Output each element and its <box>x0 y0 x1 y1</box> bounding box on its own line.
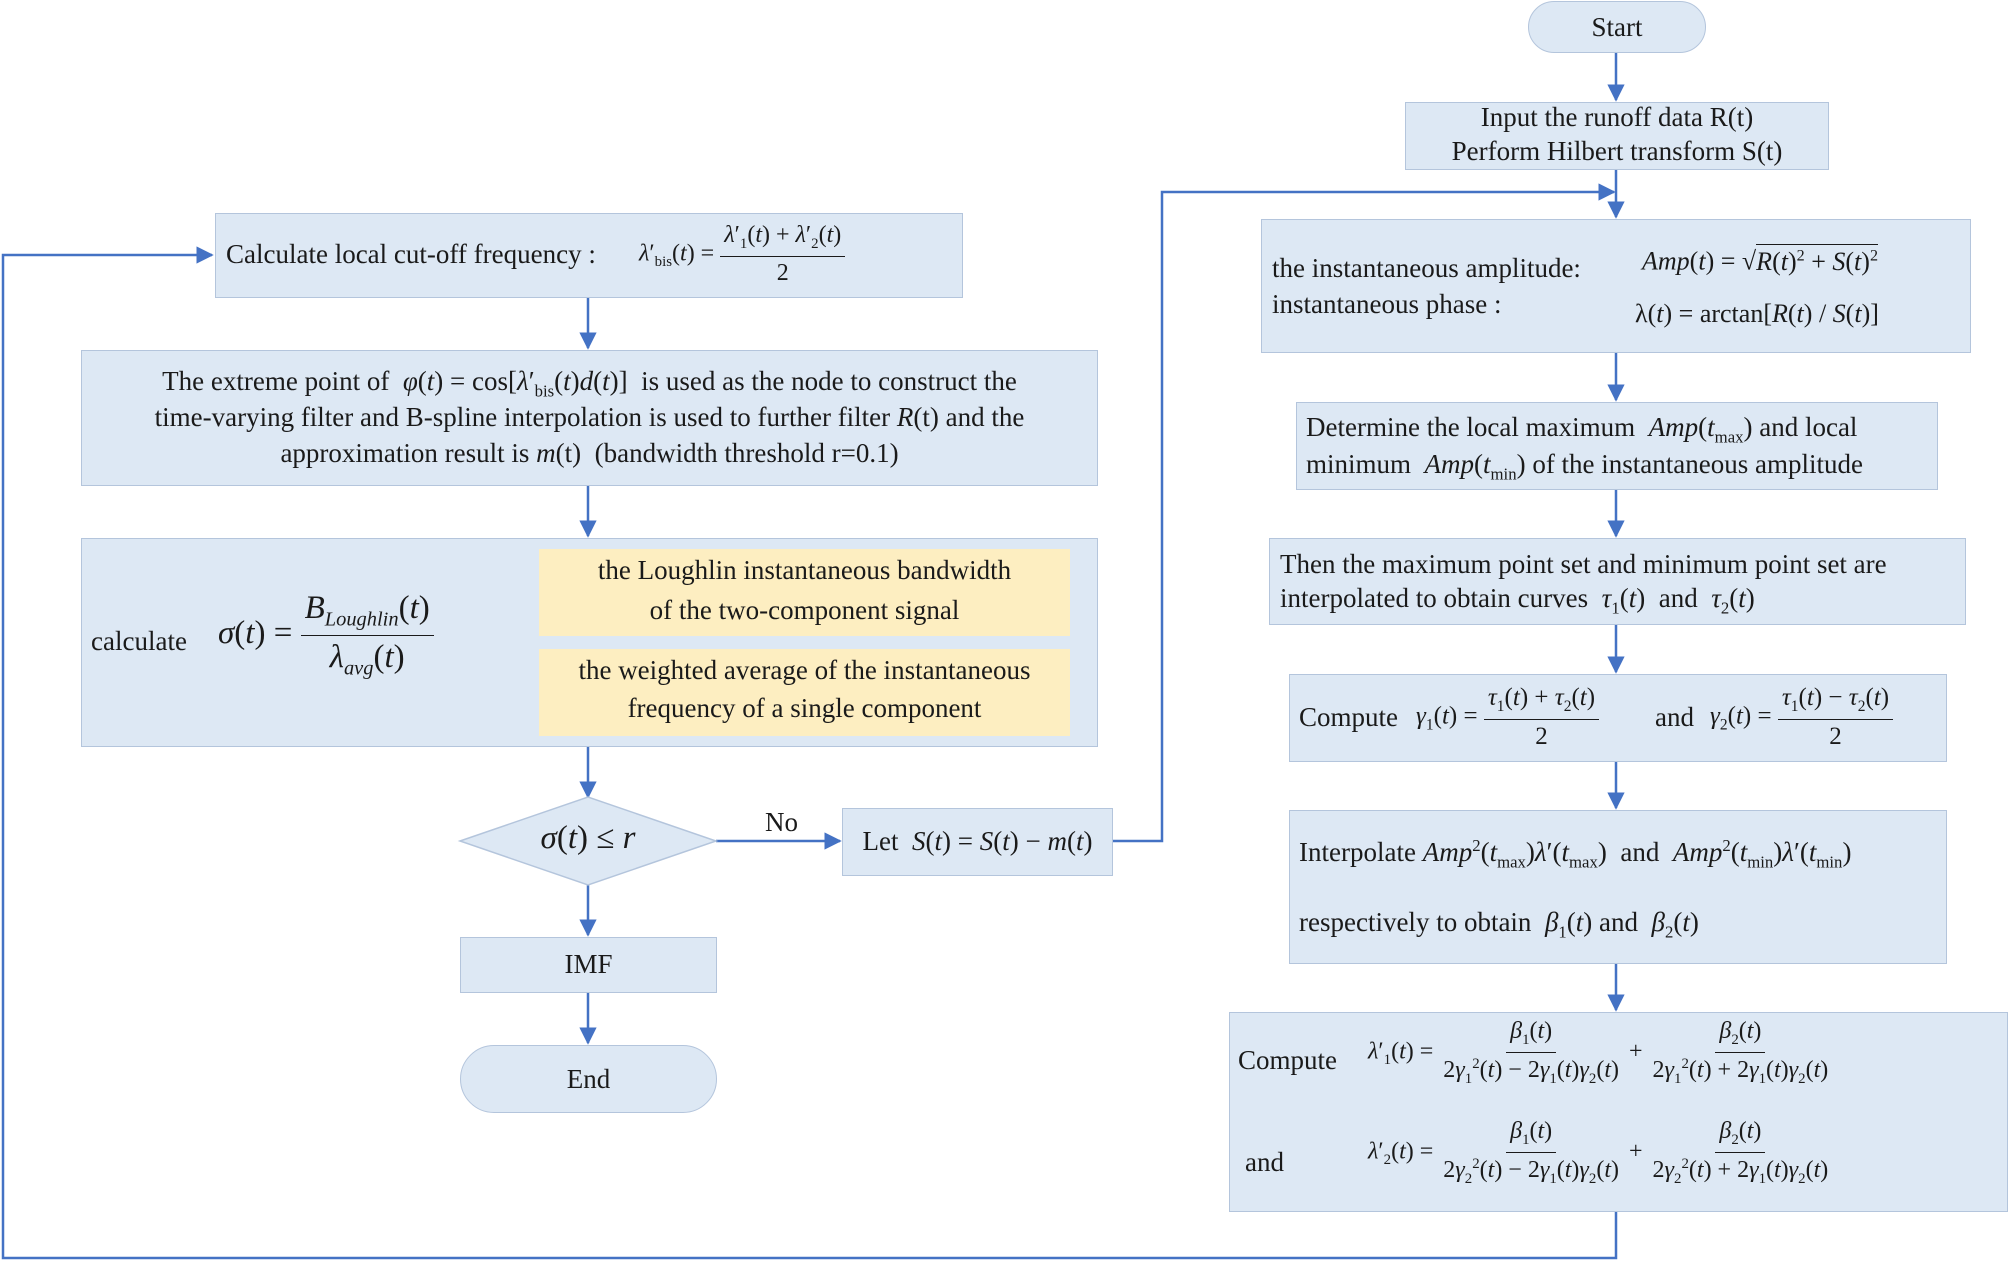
no-label: No <box>765 807 798 837</box>
loughlin-note-line-1: the Loughlin instantaneous bandwidth <box>597 555 1012 585</box>
end-terminal <box>460 1045 717 1113</box>
start-terminal <box>1528 1 1706 53</box>
local-extrema-line-2: minimum Amp(tmin) of the instantaneous a… <box>1306 449 1863 484</box>
imf-box <box>460 937 717 993</box>
loughlin-note <box>539 549 1070 636</box>
lambda-compute-label: Compute <box>1238 1045 1337 1075</box>
lambda-box <box>1229 1012 2008 1212</box>
gamma2-formula: γ2(t) = τ1(t) − τ2(t)2 <box>1710 684 1894 752</box>
weighted-note-line-1: the weighted average of the instantaneou… <box>578 655 1031 685</box>
local-extrema-box <box>1296 402 1938 490</box>
input-box <box>1405 102 1829 170</box>
gamma1-formula: γ1(t) = τ1(t) + τ2(t)2 <box>1416 684 1600 752</box>
gamma-box <box>1289 674 1947 762</box>
cutoff-frequency-label: Calculate local cut-off frequency : <box>226 239 596 269</box>
amplitude-phase-box <box>1261 219 1971 353</box>
start-label: Start <box>1591 12 1643 42</box>
envelope-interp-line-2: interpolated to obtain curves τ1(t) and … <box>1280 583 1755 618</box>
weighted-note <box>539 649 1070 736</box>
gamma-compute-label: Compute <box>1299 702 1398 732</box>
amplitude-label: the instantaneous amplitude: <box>1272 253 1581 283</box>
filter-line-3: approximation result is m(t) (bandwidth … <box>280 438 899 468</box>
loop-update-to-amp <box>1113 183 1616 843</box>
sigma-formula: σ(t) = BLoughlin(t)λavg(t) <box>218 590 434 681</box>
gamma-and: and <box>1655 702 1694 732</box>
decision-label: σ(t) ≤ r <box>540 820 636 856</box>
weighted-note-line-2: frequency of a single component <box>627 693 982 723</box>
decision-diamond <box>457 796 719 886</box>
input-line-1: Input the runoff data R(t) <box>1480 102 1754 132</box>
beta-box <box>1289 810 1947 964</box>
update-label: Let S(t) = S(t) − m(t) <box>862 826 1093 856</box>
loop-lambda-to-cutoff <box>1 246 1618 1260</box>
sigma-calculate-label: calculate <box>91 626 187 656</box>
imf-label: IMF <box>564 949 613 979</box>
update-box <box>842 808 1113 876</box>
local-extrema-line-1: Determine the local maximum Amp(tmax) an… <box>1306 412 1858 447</box>
filter-line-2: time-varying filter and B-spline interpo… <box>154 402 1025 432</box>
lambda1-formula: λ′1(t) = β1(t)2γ12(t) − 2γ1(t)γ2(t) + β2… <box>1368 1018 1829 1087</box>
filter-box <box>81 350 1098 486</box>
lambda-and-label: and <box>1245 1147 1284 1177</box>
beta-line-2: respectively to obtain β1(t) and β2(t) <box>1299 907 1699 942</box>
beta-line-1: Interpolate Amp2(tmax)λ′(tmax) and Amp2(… <box>1299 836 1852 872</box>
cutoff-frequency-formula: λ′bis(t) = λ′1(t) + λ′2(t)2 <box>639 222 846 287</box>
phase-label: instantaneous phase : <box>1272 289 1502 319</box>
phase-formula: λ(t) = arctan[R(t) / S(t)] <box>1635 299 1879 328</box>
lambda2-formula: λ′2(t) = β1(t)2γ22(t) − 2γ1(t)γ2(t) + β2… <box>1368 1118 1829 1187</box>
envelope-interp-line-1: Then the maximum point set and minimum p… <box>1280 549 1887 579</box>
cutoff-frequency-box <box>215 213 963 298</box>
filter-line-1: The extreme point of φ(t) = cos[λ′bis(t)… <box>162 366 1017 401</box>
end-label: End <box>566 1064 611 1094</box>
input-line-2: Perform Hilbert transform S(t) <box>1451 136 1783 166</box>
loughlin-note-line-2: of the two-component signal <box>649 595 960 625</box>
amplitude-formula: Amp(t) = √R(t)2 + S(t)2 <box>1642 243 1879 276</box>
envelope-interp-box <box>1269 538 1966 625</box>
